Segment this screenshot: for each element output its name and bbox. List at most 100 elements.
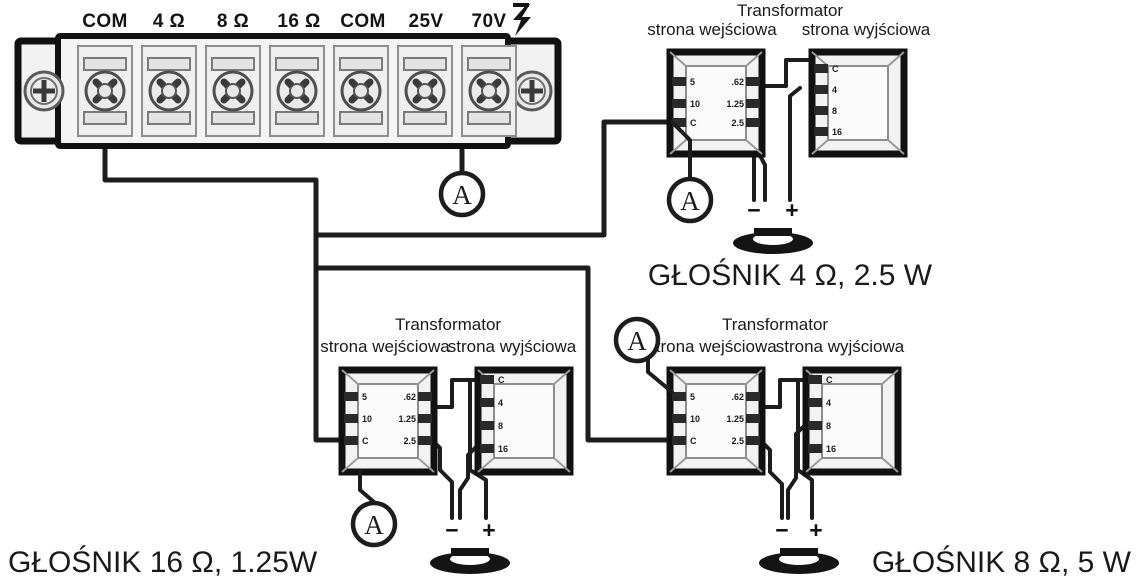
xf2-out-term-062[interactable]: .62 <box>403 392 432 402</box>
xf1-spk-term-c[interactable]: C <box>814 64 839 74</box>
xf1-in-term-5[interactable]: 5 <box>672 77 695 87</box>
wire-70v-bus <box>313 265 675 443</box>
xf1-input-block[interactable]: 5 10 C .62 1.25 2.5 <box>666 48 766 158</box>
xf2-in-term-10[interactable]: 10 <box>344 414 372 424</box>
xf2-speaker-block[interactable]: C 4 8 16 <box>474 366 574 476</box>
xf2-in-label-1: 10 <box>362 414 372 424</box>
xf1-out-term-062[interactable]: .62 <box>731 77 760 87</box>
xf3-spk-term-8[interactable]: 8 <box>808 421 831 431</box>
xf2-minus-label: − <box>445 517 458 543</box>
xf2-in-term-c[interactable]: C <box>344 436 369 446</box>
xf3-in-term-c[interactable]: C <box>672 436 697 446</box>
mounting-screw-left <box>23 70 65 112</box>
xf3-out-label-2: 2.5 <box>731 436 744 446</box>
xf3-in-label-1: 10 <box>690 414 700 424</box>
wire-xf2-ammeter-lead <box>358 470 376 504</box>
ammeter-xf1: A <box>666 176 714 224</box>
xf3-spk-label-2: 8 <box>826 421 831 431</box>
ammeter-label-3: A <box>364 510 384 540</box>
xf3-spk-term-c[interactable]: C <box>808 375 833 385</box>
ammeter-xf3: A <box>613 316 661 364</box>
speaker-icon-2 <box>430 548 510 574</box>
terminal-post-4[interactable] <box>269 45 325 137</box>
xf3-out-label-1: 1.25 <box>726 414 744 424</box>
xf1-spk-term-8[interactable]: 8 <box>814 106 837 116</box>
xf1-out-label-1: 1.25 <box>726 99 744 109</box>
xf3-spk-term-4[interactable]: 4 <box>808 398 831 408</box>
xf1-out-label-0: .62 <box>731 77 744 87</box>
wire-xf3-tap-to-spk-8 <box>758 438 784 520</box>
xf2-out-label-2: 2.5 <box>403 436 416 446</box>
amplifier-output-terminal-block[interactable]: COM 4 Ω 8 Ω 16 Ω COM 25V 70V <box>14 3 562 149</box>
wire-xf1-tap-to-spk <box>755 58 812 88</box>
xf3-title: Transformator <box>722 315 828 334</box>
xf1-spk-term-4[interactable]: 4 <box>814 85 837 95</box>
terminal-post-7[interactable] <box>461 45 517 137</box>
xf3-output-side-label: strona wyjściowa <box>776 337 905 356</box>
terminal-post-1[interactable] <box>77 45 133 137</box>
xf1-plus-label: + <box>785 197 798 223</box>
caption-branch-top-right: GŁOŚNIK 4 Ω, 2.5 W <box>648 258 933 292</box>
xf1-out-label-2: 2.5 <box>731 118 744 128</box>
xf3-input-block[interactable]: 5 10 C .62 1.25 2.5 <box>666 366 766 476</box>
wire-xf1-ammeter-lead <box>670 120 692 180</box>
xf3-in-term-5[interactable]: 5 <box>672 392 695 402</box>
xf3-spk-label-0: C <box>826 375 833 385</box>
xf1-out-term-25[interactable]: 2.5 <box>731 118 760 128</box>
mounting-screw-right <box>511 70 553 112</box>
xf1-out-term-125[interactable]: 1.25 <box>726 99 760 109</box>
caption-branch-bottom-left: GŁOŚNIK 16 Ω, 1.25W <box>8 545 318 579</box>
xf2-input-side-label: strona wejściowa <box>320 337 450 356</box>
xf2-spk-term-c[interactable]: C <box>480 375 505 385</box>
xf2-title: Transformator <box>395 315 501 334</box>
xf1-spk-term-16[interactable]: 16 <box>814 127 842 137</box>
branch-bottom-right: Transformator strona wejściowa strona wy… <box>613 315 1132 579</box>
xf2-spk-term-4[interactable]: 4 <box>480 398 503 408</box>
xf2-plus-label: + <box>482 517 495 543</box>
terminal-label-2: 4 Ω <box>153 11 185 32</box>
xf2-spk-label-1: 4 <box>498 398 503 408</box>
xf3-plus-label: + <box>809 517 822 543</box>
xf1-speaker-block[interactable]: C 4 8 16 <box>808 48 908 158</box>
xf3-out-term-062[interactable]: .62 <box>731 392 760 402</box>
xf2-out-term-125[interactable]: 1.25 <box>398 414 432 424</box>
terminal-post-6[interactable] <box>397 45 453 137</box>
xf2-out-term-25[interactable]: 2.5 <box>403 436 432 446</box>
ammeter-label-4: A <box>627 326 647 356</box>
xf2-output-side-label: strona wyjściowa <box>448 337 577 356</box>
speaker-icon-1 <box>733 228 813 254</box>
wire-harness <box>102 119 675 443</box>
xf2-spk-label-0: C <box>498 375 505 385</box>
terminal-label-7: 70V <box>471 11 506 32</box>
xf2-spk-label-3: 16 <box>498 444 508 454</box>
xf2-spk-term-8[interactable]: 8 <box>480 421 503 431</box>
ammeter-xf2: A <box>350 500 398 548</box>
xf3-in-term-10[interactable]: 10 <box>672 414 700 424</box>
xf2-spk-term-16[interactable]: 16 <box>480 444 508 454</box>
xf1-title: Transformator <box>737 1 843 20</box>
xf1-in-term-c[interactable]: C <box>672 118 697 128</box>
xf3-spk-label-1: 4 <box>826 398 831 408</box>
xf3-out-term-125[interactable]: 1.25 <box>726 414 760 424</box>
terminal-label-1: COM <box>82 11 128 32</box>
terminal-post-5[interactable] <box>333 45 389 137</box>
xf2-out-label-0: .62 <box>403 392 416 402</box>
wire-xf3-tap-to-spk-c <box>758 378 808 409</box>
xf1-spk-label-2: 8 <box>832 106 837 116</box>
terminal-post-2[interactable] <box>141 45 197 137</box>
terminal-post-3[interactable] <box>205 45 261 137</box>
wire-spk1-pos <box>788 86 802 202</box>
xf3-input-side-label: strona wejściowa <box>647 337 777 356</box>
wire-xf2-tap-to-spk-c <box>430 378 480 409</box>
xf2-in-term-5[interactable]: 5 <box>344 392 367 402</box>
xf2-input-block[interactable]: 5 10 C .62 1.25 2.5 <box>338 366 438 476</box>
xf3-speaker-block[interactable]: C 4 8 16 <box>802 366 902 476</box>
xf3-spk-term-16[interactable]: 16 <box>808 444 836 454</box>
xf1-in-term-10[interactable]: 10 <box>672 99 700 109</box>
xf1-output-side-label: strona wyjściowa <box>802 20 931 39</box>
xf3-out-term-25[interactable]: 2.5 <box>731 436 760 446</box>
xf1-in-label-2: C <box>690 118 697 128</box>
xf1-in-label-1: 10 <box>690 99 700 109</box>
xf1-spk-label-1: 4 <box>832 85 837 95</box>
